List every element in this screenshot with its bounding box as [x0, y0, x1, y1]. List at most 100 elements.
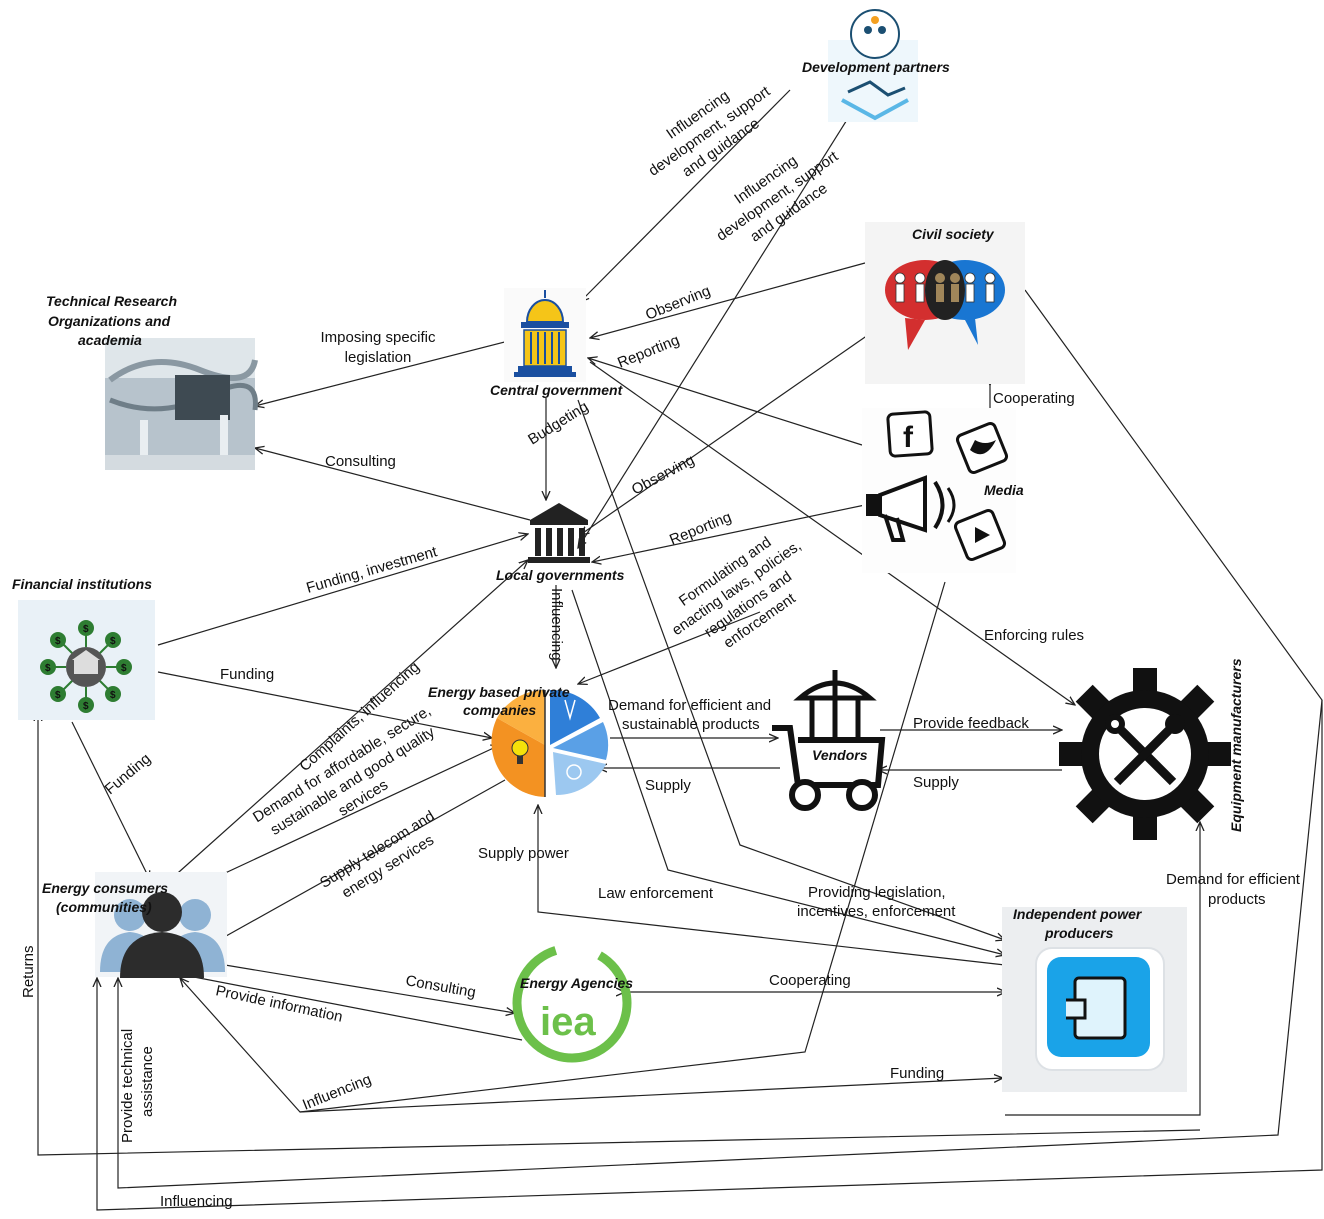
label-observing-1: Observing [643, 282, 713, 323]
svg-text:$: $ [45, 663, 51, 674]
edge-consumers-to-private [177, 745, 500, 896]
label-demand-efficient-products-2: products [1208, 891, 1266, 908]
label-civil-society: Civil society [912, 226, 995, 242]
edge-formulating-to-private [578, 611, 761, 684]
label-budgeting: Budgeting [525, 398, 591, 448]
label-supply-power: Supply power [478, 845, 569, 862]
label-influencing-bottom: Influencing [160, 1193, 233, 1210]
label-funding-fin-private: Funding [220, 666, 274, 683]
edge-central-to-manuf [589, 361, 1075, 705]
edge-local-law-enforcement [571, 589, 1005, 955]
edge-iea-to-consumers [168, 972, 523, 1041]
label-development-partners: Development partners [802, 59, 950, 75]
label-provide-information: Provide information [214, 982, 344, 1025]
label-reporting-2: Reporting [667, 509, 734, 549]
energy-pie-icon [491, 689, 609, 797]
label-imposing-2: legislation [345, 349, 412, 366]
edge-consumers-fund-ipp [299, 1078, 1003, 1113]
label-technical-research-2: Organizations and [48, 313, 171, 329]
label-energy-private-2: companies [463, 702, 536, 718]
label-demand-efficient-vendor-2: sustainable products [622, 716, 760, 733]
iea-logo-text: iea [540, 1000, 596, 1044]
edge-central-to-tech [255, 337, 521, 406]
money-network-icon: $ $ $ $ $ $ $ $ [18, 600, 155, 720]
label-vendors: Vendors [812, 747, 868, 763]
edge-fin-to-private [157, 671, 492, 738]
svg-text:$: $ [55, 636, 61, 647]
edge-media-to-local [592, 504, 866, 562]
label-reporting-1: Reporting [615, 332, 682, 372]
label-technical-research-1: Technical Research [46, 293, 177, 309]
label-imposing-1: Imposing specific [320, 329, 436, 346]
label-central-government: Central government [490, 382, 624, 398]
label-observing-2: Observing [629, 451, 697, 498]
bank-building-icon [528, 503, 590, 563]
svg-text:$: $ [110, 690, 116, 701]
edge-consumers-to-local [169, 560, 528, 881]
svg-text:$: $ [83, 624, 89, 635]
label-energy-consumers-1: Energy consumers [42, 880, 168, 896]
label-local-governments: Local governments [496, 567, 625, 583]
svg-text:f: f [903, 421, 914, 454]
label-providing-legislation-1: Providing legislation, [808, 884, 946, 901]
label-provide-technical-1: Provide technical [119, 1029, 136, 1143]
label-provide-technical-2: assistance [139, 1046, 156, 1117]
label-demand-efficient-products-1: Demand for efficient [1166, 871, 1301, 888]
edge-fin-to-local [157, 534, 528, 646]
svg-text:$: $ [110, 636, 116, 647]
edge-technical-assistance [118, 289, 1323, 1189]
svg-text:$: $ [83, 701, 89, 712]
label-demand-efficient-vendor-1: Demand for efficient and [608, 697, 771, 714]
label-financial-institutions: Financial institutions [12, 576, 152, 592]
label-funding-fin-consumers: Funding [102, 750, 154, 798]
gear-tools-icon [1059, 668, 1231, 840]
label-provide-feedback: Provide feedback [913, 715, 1029, 732]
label-influencing-local: Influencing [548, 588, 565, 661]
label-supply-manuf: Supply [913, 774, 959, 791]
label-energy-consumers-2: (communities) [56, 899, 152, 915]
svg-text:$: $ [55, 690, 61, 701]
handshake-icon [828, 9, 918, 122]
label-cooperating-cs-media: Cooperating [993, 390, 1075, 407]
label-funding-investment: Funding, investment [304, 543, 439, 597]
label-law-enforcement: Law enforcement [598, 885, 714, 902]
edge-local-to-tech [255, 448, 531, 521]
edge-media-influencing-consumers [180, 581, 946, 1113]
edges [38, 89, 1323, 1211]
edge-fin-to-consumers [71, 721, 150, 880]
power-plug-app-icon [1002, 907, 1187, 1092]
edge-ipp-to-manuf [1005, 822, 1200, 1116]
edge-dev-to-central [580, 89, 791, 302]
edge-dev-to-local [578, 114, 851, 548]
label-technical-research-3: academia [78, 332, 142, 348]
edge-civil-to-local [580, 334, 869, 535]
label-energy-agencies: Energy Agencies [520, 975, 633, 991]
edge-central-providing-legislation [577, 399, 1005, 940]
vendor-cart-icon [772, 670, 886, 811]
edge-media-to-central [588, 358, 863, 446]
label-equipment-manufacturers: Equipment manufacturers [1228, 658, 1244, 832]
label-media: Media [984, 482, 1024, 498]
node-labels: Development partners Civil society Techn… [12, 59, 1244, 1044]
edge-returns [38, 712, 1201, 1156]
capitol-dome-icon [504, 288, 586, 382]
edge-civil-to-central [590, 262, 866, 338]
label-consulting-tech: Consulting [325, 453, 396, 470]
protest-people-icon [865, 222, 1025, 384]
label-enforcing-rules: Enforcing rules [984, 627, 1084, 644]
edge-private-to-consumers [210, 779, 506, 945]
edge-consumers-iea [225, 965, 515, 1013]
label-funding-ipp: Funding [890, 1065, 944, 1082]
megaphone-social-icon: f [862, 408, 1016, 573]
label-returns: Returns [20, 945, 37, 998]
edge-ipp-supply-power [538, 805, 1006, 966]
label-cooperating-iea-ipp: Cooperating [769, 972, 851, 989]
label-providing-legislation-2: incentives, enforcement [797, 903, 956, 920]
iea-logo-icon [512, 943, 632, 1063]
svg-text:$: $ [121, 663, 127, 674]
label-independent-power-1: Independent power [1013, 906, 1143, 922]
users-group-icon [95, 872, 227, 978]
label-energy-private-1: Energy based private [428, 684, 570, 700]
edge-influencing-bottom [97, 700, 1323, 1211]
